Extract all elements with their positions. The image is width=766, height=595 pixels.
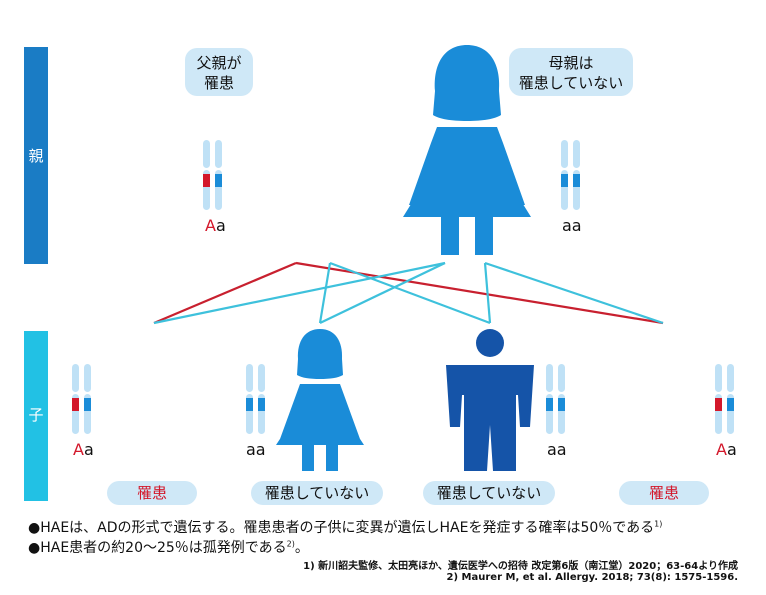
- child-4-status: 罹患: [619, 481, 709, 505]
- children-bar-label: 子: [28, 406, 43, 424]
- child-3-figure: [446, 329, 534, 471]
- note-2: ●HAE患者の約20〜25％は孤発例である2)。: [28, 537, 309, 557]
- note-1-ref: 1): [654, 519, 663, 529]
- child-4-genotype: Aa: [716, 440, 737, 459]
- child-1-genotype-rest: a: [83, 440, 94, 459]
- mother-bubble-line2: 罹患していない: [518, 74, 624, 92]
- child-2-genotype: aa: [246, 440, 266, 459]
- mother-chromosomes: [561, 140, 580, 210]
- parents-bar-label: 親: [28, 147, 43, 165]
- child-1-chromosomes: [72, 364, 91, 434]
- father-bubble-line1: 父親が: [196, 54, 242, 72]
- note-2-tail: 。: [294, 540, 309, 556]
- child-4-figure: [618, 329, 706, 471]
- child-4-chromosomes: [715, 364, 734, 434]
- mother-bubble: 母親は 罹患していない: [509, 48, 633, 96]
- father-genotype-recessive: a: [215, 216, 226, 235]
- child-4-genotype-dominant: A: [716, 440, 727, 459]
- child-3-chromosomes: [546, 364, 565, 434]
- child-2-status: 罹患していない: [251, 481, 383, 505]
- mother-bubble-line1: 母親は: [548, 54, 594, 72]
- parents-bar: [24, 47, 48, 264]
- reference-2: 2) Maurer M, et al. Allergy. 2018; 73(8)…: [446, 572, 738, 583]
- father-genotype-dominant: A: [205, 216, 216, 235]
- note-2-text: HAE患者の約20〜25％は孤発例である: [40, 540, 287, 556]
- child-1-figure: [109, 329, 197, 471]
- father-bubble: 父親が 罹患: [185, 48, 253, 96]
- reference-1: 1) 新川詔夫監修、太田亮ほか、遺伝医学への招待 改定第6版（南江堂）2020；…: [303, 561, 738, 572]
- father-bubble-line2: 罹患: [203, 74, 234, 92]
- note-1-bullet: ●: [28, 520, 41, 536]
- child-1-status: 罹患: [107, 481, 197, 505]
- father-chromosomes: [203, 140, 222, 210]
- child-1-genotype: Aa: [73, 440, 94, 459]
- inheritance-lines: [153, 261, 664, 325]
- note-2-ref: 2): [286, 539, 295, 549]
- child-1-genotype-dominant: A: [73, 440, 84, 459]
- note-1: ●HAEは、ADの形式で遺伝する。罹患患者の子供に変異が遺伝しHAEを発症する確…: [28, 517, 662, 537]
- note-2-bullet: ●: [28, 540, 41, 556]
- child-4-genotype-rest: a: [726, 440, 737, 459]
- note-1-text: HAEは、ADの形式で遺伝する。罹患患者の子供に変異が遺伝しHAEを発症する確率…: [40, 520, 655, 536]
- father-figure: [266, 45, 394, 255]
- mother-genotype: aa: [562, 216, 582, 235]
- child-2-chromosomes: [246, 364, 265, 434]
- child-3-status: 罹患していない: [423, 481, 555, 505]
- father-genotype: Aa: [205, 216, 226, 235]
- child-2-figure: [276, 329, 364, 471]
- child-3-genotype: aa: [547, 440, 567, 459]
- children-bar: [24, 331, 48, 501]
